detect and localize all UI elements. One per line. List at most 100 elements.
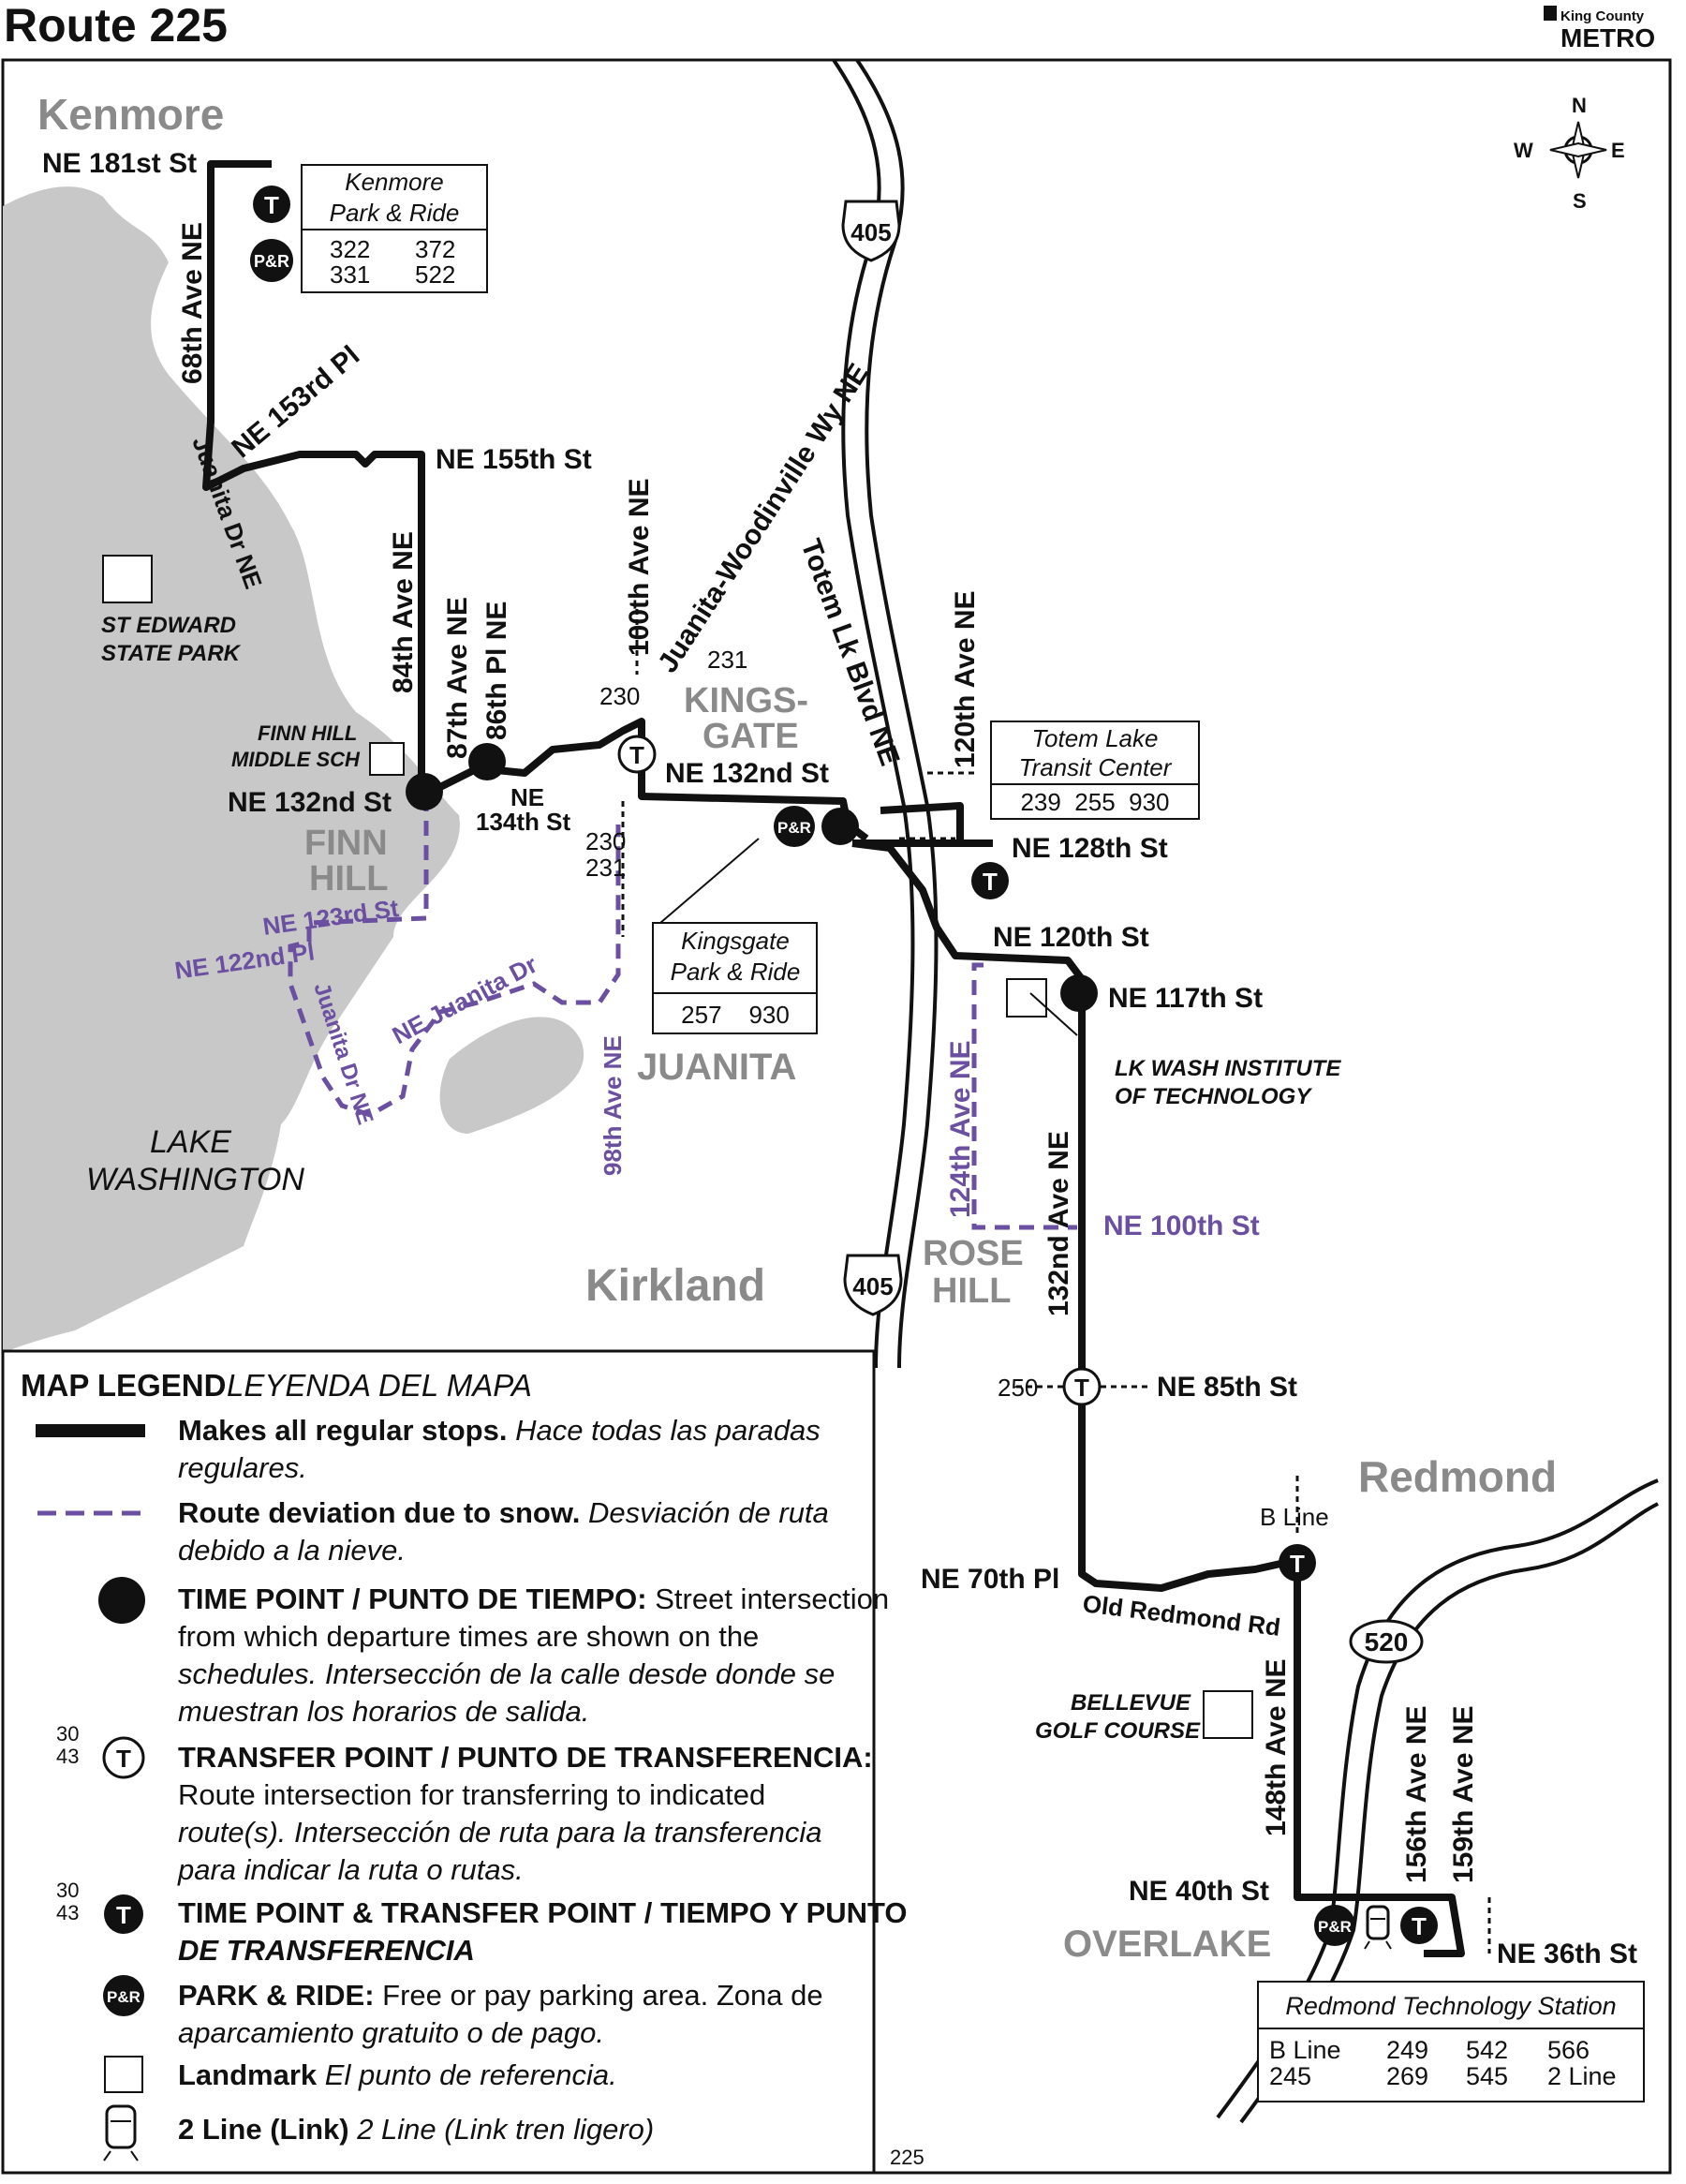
svg-text:B Line: B Line [1269,2036,1341,2064]
area-kenmore: Kenmore [37,90,224,139]
svg-text:Park & Ride: Park & Ride [330,199,460,227]
svg-text:Landmark El punto de referenci: Landmark El punto de referencia. [178,2058,617,2091]
svg-text:372: 372 [415,235,455,263]
transfer-point-totem-lake: T [971,862,1009,899]
svg-text:43: 43 [56,1745,79,1768]
street-old-redmond-rd: Old Redmond Rd [1081,1589,1281,1642]
svg-text:T: T [1290,1550,1305,1578]
svg-text:2 Line (Link) 2 Line (Link tre: 2 Line (Link) 2 Line (Link tren ligero) [178,2113,654,2146]
legend-landmark-icon [104,2056,143,2093]
svg-text:E: E [1611,139,1625,162]
svg-text:TIME POINT & TRANSFER POINT /: TIME POINT & TRANSFER POINT / TIEMPO Y P… [178,1896,908,1929]
snow-route-deviation [288,796,1077,1230]
svg-text:LK WASH INSTITUTE: LK WASH INSTITUTE [1115,1056,1341,1081]
map-legend: MAP LEGEND LEYENDA DEL MAPA Makes all re… [1,1349,908,2175]
park-ride-icon-kenmore: P&R [250,239,293,282]
svg-text:aparcamiento gratuito o de pag: aparcamiento gratuito o de pago. [178,2016,604,2049]
svg-text:PARK & RIDE: Free or pay parki: PARK & RIDE: Free or pay parking area. Z… [178,1979,823,2012]
time-point-86th-pl [468,743,506,780]
svg-text:King County: King County [1560,8,1645,24]
svg-text:STATE PARK: STATE PARK [101,641,242,666]
svg-text:257 930: 257 930 [681,1001,790,1029]
street-ne-181st: NE 181st St [42,148,197,179]
transfer-point-overlake: T [1400,1907,1438,1944]
area-kirkland: Kirkland [585,1261,765,1311]
area-kingsgate-1: KINGS- [684,681,808,721]
legend-transfer-point-icon [102,1736,145,1779]
svg-text:W: W [1514,139,1533,162]
time-point-kingsgate [821,808,859,845]
legend-time-point-icon [98,1577,145,1624]
street-156th-ave: 156th Ave NE [1401,1705,1432,1883]
svg-text:muestran los horarios de salid: muestran los horarios de salida. [178,1695,589,1728]
svg-text:GOLF COURSE: GOLF COURSE [1035,1718,1201,1744]
svg-text:T: T [1074,1374,1089,1402]
legend-park-ride-icon [103,1975,144,2016]
svg-text:520: 520 [1365,1627,1409,1657]
transfer-point-old-redmond: T [1279,1544,1316,1582]
time-point-ne132-84th [406,773,443,810]
svg-text:FINN HILL: FINN HILL [258,721,357,745]
street-ne-120th: NE 120th St [993,922,1149,953]
svg-text:231: 231 [707,646,747,674]
svg-text:Route deviation due to snow. D: Route deviation due to snow. Desviación … [178,1496,829,1529]
time-points [406,743,1098,1012]
svg-text:Totem Lake: Totem Lake [1032,724,1159,752]
svg-text:2 Line: 2 Line [1547,2062,1617,2090]
street-ne-132nd-east: NE 132nd St [665,758,829,789]
street-120th-ave: 120th Ave NE [950,590,981,768]
area-finn-hill-2: HILL [309,859,388,899]
street-ne-36th: NE 36th St [1497,1939,1637,1969]
king-county-metro-logo: King County METRO [1544,6,1655,52]
street-159th-ave: 159th Ave NE [1448,1705,1479,1883]
svg-text:OF TECHNOLOGY: OF TECHNOLOGY [1115,1084,1312,1109]
svg-text:331: 331 [330,260,370,289]
lake-label-2: WASHINGTON [86,1162,304,1197]
station-kingsgate-pr: Kingsgate Park & Ride 257 930 [652,838,818,1034]
park-and-ride-icons: P&R P&R P&R [250,239,1355,1946]
street-84th-ave: 84th Ave NE [388,531,419,693]
svg-text:METRO: METRO [1560,23,1655,52]
svg-text:566: 566 [1547,2036,1590,2064]
sr520-shield: 520 [1349,1619,1424,1664]
park-ride-icon-kingsgate: P&R [774,806,815,847]
svg-text:Kingsgate: Kingsgate [681,927,790,955]
area-overlake: OVERLAKE [1063,1924,1271,1965]
landmark-finn-hill-ms: FINN HILL MIDDLE SCH [231,721,405,776]
svg-text:B Line: B Line [1260,1503,1329,1531]
svg-text:405: 405 [850,218,891,246]
street-124th-ave: 124th Ave NE [945,1040,976,1218]
svg-text:N: N [1572,94,1587,117]
svg-text:545: 545 [1466,2062,1508,2090]
svg-text:245: 245 [1269,2062,1311,2090]
svg-text:Redmond Technology Station: Redmond Technology Station [1285,1992,1616,2020]
street-132nd-ave: 132nd Ave NE [1043,1131,1074,1316]
svg-text:DE TRANSFERENCIA: DE TRANSFERENCIA [178,1934,475,1967]
svg-text:regulares.: regulares. [178,1451,307,1484]
svg-text:schedules. Intersección de la: schedules. Intersección de la calle desd… [178,1657,835,1690]
svg-text:249: 249 [1386,2036,1428,2064]
svg-text:322: 322 [330,235,370,263]
svg-text:P&R: P&R [777,819,811,837]
transfer-route-labels: 230 231 230 231 250 B Line [585,646,1329,1531]
light-rail-train-icon [1364,1905,1392,1950]
page-title: Route 225 [4,0,228,52]
svg-text:230: 230 [585,827,626,855]
station-kenmore-pr: Kenmore Park & Ride 322 372 331 522 [301,164,488,293]
street-ne-132nd-west: NE 132nd St [228,787,392,818]
svg-text:T: T [1412,1912,1427,1940]
svg-text:30: 30 [56,1722,79,1746]
svg-text:T: T [629,741,644,769]
svg-text:522: 522 [415,260,455,289]
landmark-bellevue-golf: BELLEVUE GOLF COURSE [1035,1690,1253,1744]
svg-text:ST EDWARD: ST EDWARD [101,613,236,638]
svg-text:542: 542 [1466,2036,1508,2064]
legend-heading: MAP LEGEND [21,1368,226,1403]
svg-text:route(s). Intersección de ruta: route(s). Intersección de ruta para la t… [178,1816,822,1849]
station-redmond-tech: Redmond Technology Station B Line 249 54… [1257,1981,1645,2102]
svg-text:269: 269 [1386,2062,1428,2090]
svg-text:250: 250 [998,1374,1038,1402]
area-juanita: JUANITA [637,1047,796,1088]
transfer-point-kenmore: T [253,186,290,223]
